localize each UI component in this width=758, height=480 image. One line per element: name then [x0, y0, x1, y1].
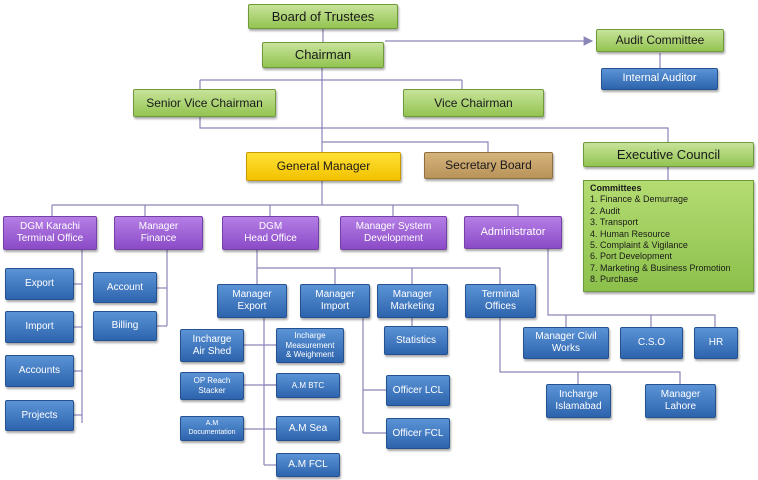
- import-box: Import: [5, 311, 74, 343]
- committee-item: 2. Audit: [590, 205, 621, 216]
- committee-item: 8. Purchase: [590, 274, 639, 285]
- officer-lcl-box: Officer LCL: [386, 375, 450, 406]
- committee-item: 6. Port Development: [590, 251, 673, 262]
- am-btc-box: A.M BTC: [276, 373, 340, 398]
- accounts-box: Accounts: [5, 355, 74, 387]
- hr-box: HR: [694, 327, 738, 359]
- manager-export-box: Manager Export: [217, 284, 287, 318]
- incharge-air-shed-box: Incharge Air Shed: [180, 329, 244, 362]
- manager-system-development-box: Manager System Development: [340, 216, 447, 250]
- committee-item: 5. Complaint & Vigilance: [590, 240, 688, 251]
- vice-chairman-box: Vice Chairman: [403, 89, 544, 117]
- cso-box: C.S.O: [620, 327, 683, 359]
- senior-vice-chairman-box: Senior Vice Chairman: [133, 89, 276, 117]
- manager-import-box: Manager Import: [300, 284, 370, 318]
- committees-panel: Committees 1. Finance & Demurrage 2. Aud…: [583, 180, 754, 292]
- manager-marketing-box: Manager Marketing: [377, 284, 448, 318]
- administrator-box: Administrator: [464, 216, 562, 249]
- internal-auditor-box: Internal Auditor: [601, 68, 718, 90]
- officer-fcl-box: Officer FCL: [386, 418, 450, 449]
- committee-item: 4. Human Resource: [590, 228, 671, 239]
- am-fcl-box: A.M FCL: [276, 453, 340, 477]
- incharge-islamabad-box: Incharge Islamabad: [546, 384, 611, 418]
- committee-item: 7. Marketing & Business Promotion: [590, 262, 731, 273]
- audit-committee-box: Audit Committee: [596, 29, 724, 52]
- committees-title: Committees: [590, 183, 642, 193]
- chairman-box: Chairman: [262, 42, 384, 68]
- manager-lahore-box: Manager Lahore: [645, 384, 716, 418]
- account-box: Account: [93, 272, 157, 303]
- dgm-head-office-box: DGM Head Office: [222, 216, 319, 250]
- committee-item: 3. Transport: [590, 217, 639, 228]
- billing-box: Billing: [93, 311, 157, 341]
- export-box: Export: [5, 268, 74, 300]
- manager-civil-works-box: Manager Civil Works: [523, 327, 609, 359]
- statistics-box: Statistics: [384, 326, 448, 355]
- general-manager-box: General Manager: [246, 152, 401, 181]
- manager-finance-box: Manager Finance: [114, 216, 203, 250]
- terminal-offices-box: Terminal Offices: [465, 284, 536, 318]
- board-of-trustees-box: Board of Trustees: [248, 4, 398, 29]
- executive-council-box: Executive Council: [583, 142, 754, 167]
- dgm-karachi-terminal-office-box: DGM Karachi Terminal Office: [3, 216, 97, 250]
- am-sea-box: A.M Sea: [276, 416, 340, 441]
- incharge-measurement-weighment-box: Incharge Measurement & Weighment: [276, 328, 344, 363]
- op-reach-stacker-box: OP Reach Stacker: [180, 372, 244, 400]
- am-documentation-box: A.M Documentation: [180, 416, 244, 441]
- secretary-board-box: Secretary Board: [424, 152, 553, 179]
- projects-box: Projects: [5, 400, 74, 431]
- committee-item: 1. Finance & Demurrage: [590, 194, 689, 205]
